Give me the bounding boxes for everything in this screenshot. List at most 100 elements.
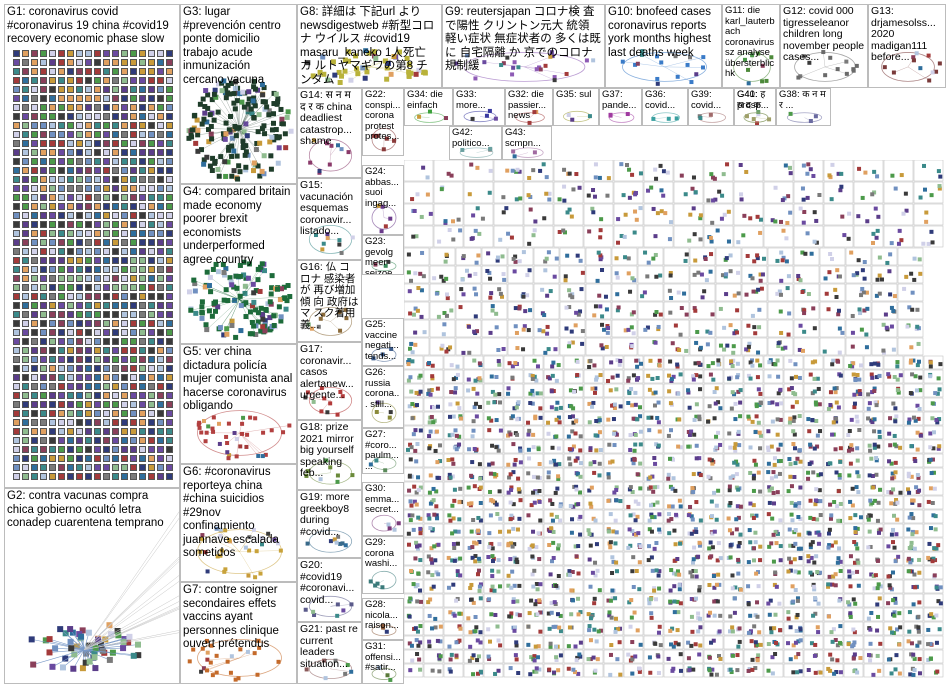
group-g34[interactable]: G34: die einfach bbox=[404, 88, 453, 126]
edge bbox=[240, 88, 265, 130]
group-top-words: offensi... #satir... bbox=[365, 652, 401, 674]
node bbox=[497, 359, 501, 363]
node bbox=[814, 419, 818, 423]
group-g39[interactable]: G39: covid... bbox=[688, 88, 734, 126]
node bbox=[537, 531, 541, 535]
group-g16[interactable]: G16: 仏 コロナ 感染者が 再び増加傾 向 政府はマ スク着用義... bbox=[297, 260, 362, 342]
group-g37[interactable]: G37: pande... bbox=[599, 88, 642, 126]
node bbox=[470, 460, 474, 464]
node bbox=[575, 554, 579, 558]
node bbox=[148, 338, 155, 345]
group-g1[interactable]: G1: coronavirus covid #coronavirus 19 ch… bbox=[4, 4, 180, 488]
group-g3[interactable]: G3: lugar #prevención centro ponte domic… bbox=[180, 4, 297, 184]
group-g12[interactable]: G12: covid 000 tigresseleanor children l… bbox=[780, 4, 868, 88]
group-g38[interactable]: G38: क न म र ... bbox=[776, 88, 831, 126]
group-g5[interactable]: G5: ver china dictadura policía mujer co… bbox=[180, 344, 297, 464]
node bbox=[729, 555, 733, 559]
node bbox=[40, 131, 47, 138]
node bbox=[929, 526, 933, 530]
group-g22[interactable]: G22: conspi... corona protest protes... bbox=[362, 88, 404, 156]
node bbox=[261, 454, 265, 458]
group-g27[interactable]: G27: #coro... paulm... ... bbox=[362, 428, 404, 474]
group-g9[interactable]: G9: reutersjapan コロナ検 査で陽性 クリントン元大 統領 軽い… bbox=[442, 4, 605, 88]
group-g36[interactable]: G36: covid... bbox=[642, 88, 688, 126]
node bbox=[269, 135, 274, 140]
small-group-box bbox=[644, 496, 663, 509]
node bbox=[888, 252, 892, 256]
node bbox=[40, 185, 47, 192]
node bbox=[696, 271, 700, 275]
group-g18[interactable]: G18: prize 2021 mirror big yourself spea… bbox=[297, 420, 362, 490]
group-g20[interactable]: G20: #covid19 #coronavi... covid... bbox=[297, 558, 362, 622]
small-group-box bbox=[434, 160, 463, 181]
node bbox=[557, 363, 561, 367]
group-g42[interactable]: G42: politico... bbox=[449, 126, 502, 160]
edge bbox=[240, 114, 274, 130]
node bbox=[31, 302, 38, 309]
small-group-box bbox=[584, 182, 613, 203]
edge bbox=[328, 238, 331, 239]
group-g2[interactable]: G2: contra vacunas compra chica gobierno… bbox=[4, 488, 180, 684]
group-g15[interactable]: G15: vacunación esquemas coronavir... li… bbox=[297, 178, 362, 260]
node bbox=[616, 374, 620, 378]
group-g13[interactable]: G13: drjamesolss... 2020 madigan111 befo… bbox=[868, 4, 946, 88]
node bbox=[130, 140, 137, 147]
node bbox=[166, 455, 173, 462]
node bbox=[427, 517, 431, 521]
group-g43[interactable]: G43: scmpn... bbox=[502, 126, 552, 160]
group-g14[interactable]: G14: स न म द र क china deadliest catastr… bbox=[297, 88, 362, 178]
group-g11[interactable]: G11: die karl_lauterbach coronavirus sz … bbox=[722, 4, 780, 88]
node bbox=[694, 569, 698, 573]
group-g24[interactable]: G24: abbas... suoi ingag... bbox=[362, 165, 404, 235]
small-group-box bbox=[824, 182, 853, 203]
node bbox=[40, 212, 47, 219]
node bbox=[472, 429, 476, 433]
node bbox=[525, 273, 529, 277]
node bbox=[241, 143, 246, 148]
group-g32[interactable]: G32: die passier... news bbox=[505, 88, 553, 126]
group-g28[interactable]: G28: nicola... raison... bbox=[362, 598, 404, 640]
group-g8[interactable]: G8: 詳細は 下記url より newsdigestweb #新型コロナ ウイ… bbox=[297, 4, 442, 88]
node bbox=[410, 445, 414, 449]
node bbox=[436, 387, 440, 391]
group-g4[interactable]: G4: compared britain made economy poorer… bbox=[180, 184, 297, 344]
node bbox=[684, 259, 688, 263]
node bbox=[679, 504, 683, 508]
node bbox=[420, 251, 424, 255]
group-g33[interactable]: G33: more... bbox=[453, 88, 505, 126]
edge bbox=[240, 300, 282, 317]
node bbox=[40, 257, 47, 264]
edge bbox=[240, 433, 259, 456]
group-g35[interactable]: G35: sul bbox=[553, 88, 599, 126]
node bbox=[913, 459, 917, 463]
group-g41[interactable]: G41: prosp... bbox=[734, 88, 776, 126]
node bbox=[802, 210, 806, 214]
node bbox=[485, 269, 489, 273]
group-g23[interactable]: G23: gevolg meer seizoe... bbox=[362, 235, 404, 275]
node bbox=[31, 311, 38, 318]
group-g21[interactable]: G21: past re current leaders situation..… bbox=[297, 622, 362, 684]
small-group-box bbox=[794, 204, 823, 225]
group-g30[interactable]: G30: emma... secret... bbox=[362, 482, 404, 536]
group-g6[interactable]: G6: #coronavirus reporteya china #china … bbox=[180, 464, 297, 582]
node bbox=[612, 417, 616, 421]
node bbox=[236, 163, 241, 168]
group-g10[interactable]: G10: bnofeed cases coronavirus reports y… bbox=[605, 4, 722, 88]
node bbox=[440, 187, 444, 191]
node bbox=[22, 176, 29, 183]
group-g25[interactable]: G25: vaccine negati... tends... bbox=[362, 318, 404, 366]
node bbox=[758, 558, 762, 562]
node bbox=[58, 122, 65, 129]
node bbox=[270, 135, 275, 140]
node bbox=[246, 276, 251, 281]
node bbox=[78, 634, 84, 640]
group-g7[interactable]: G7: contre soigner secondaires effets va… bbox=[180, 582, 297, 684]
group-g29[interactable]: G29: corona washi... bbox=[362, 536, 404, 594]
node bbox=[121, 374, 128, 381]
group-g19[interactable]: G19: more greekboy8 during #covid... bbox=[297, 490, 362, 558]
node bbox=[71, 651, 77, 657]
group-g17[interactable]: G17: coronavir... casos alertanew... urg… bbox=[297, 342, 362, 420]
group-g31[interactable]: G31: offensi... #satir... bbox=[362, 640, 404, 684]
group-g26[interactable]: G26: russia corona... still... bbox=[362, 366, 404, 428]
node bbox=[58, 266, 65, 273]
